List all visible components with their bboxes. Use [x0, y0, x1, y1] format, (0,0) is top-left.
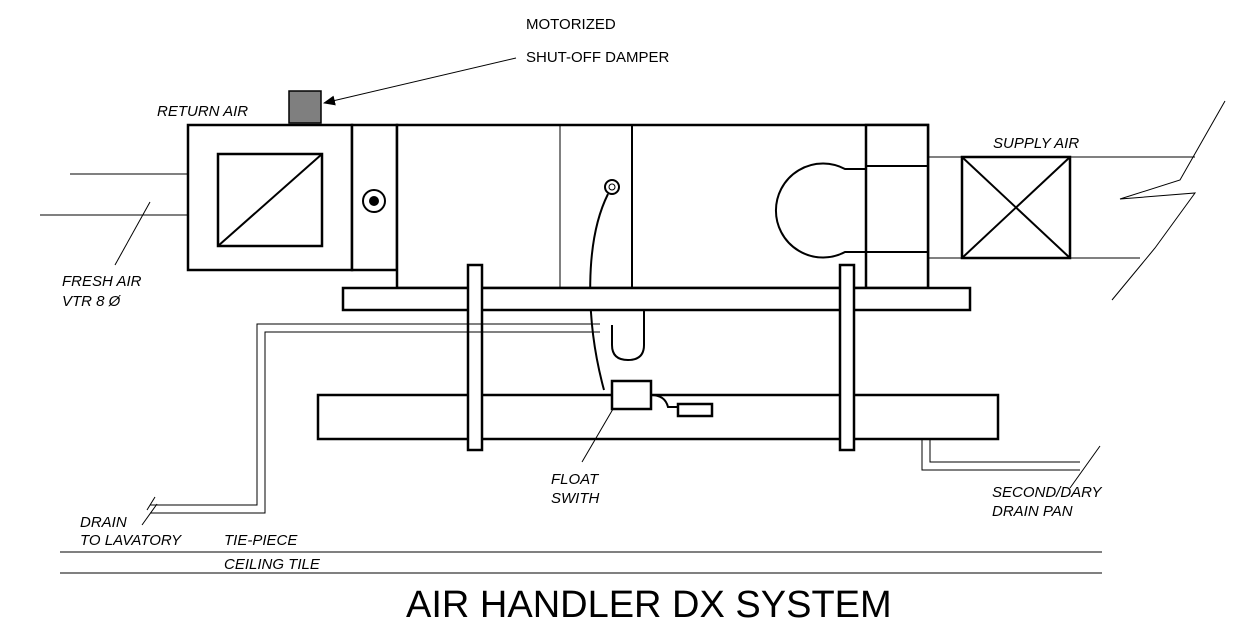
- secondary-drain-label-line2: DRAIN PAN: [992, 503, 1073, 520]
- supply-air-label: SUPPLY AIR: [993, 135, 1079, 152]
- diagram-title: AIR HANDLER DX SYSTEM: [406, 584, 892, 623]
- fan-scroll: [774, 162, 867, 259]
- secondary-drain-label-line1: SECOND/DARY: [992, 484, 1102, 501]
- hanger-left: [466, 263, 484, 452]
- float-switch-label-line2: SWITH: [551, 490, 599, 507]
- supply-air-duct: [928, 100, 1226, 301]
- tie-piece-label: TIE-PIECE: [224, 532, 298, 549]
- motorized-label-line1: MOTORIZED: [526, 16, 616, 33]
- motorized-label-line2: SHUT-OFF DAMPER: [526, 49, 670, 66]
- drain-to-lavatory-pipe: [141, 323, 600, 526]
- float-switch: [581, 379, 714, 463]
- motorized-damper: [288, 90, 322, 124]
- damper-leader-arrow: [323, 57, 517, 106]
- fresh-air-label-line2: VTR 8 Ø: [62, 293, 122, 310]
- drain-label-line1: DRAIN: [80, 514, 127, 531]
- secondary-drain-pipe: [921, 439, 1101, 489]
- fresh-air-label-line1: FRESH AIR: [62, 273, 142, 290]
- drain-label-line2: TO LAVATORY: [80, 532, 182, 549]
- unit-base: [341, 286, 972, 312]
- unit-body: [395, 123, 930, 290]
- return-air-label: RETURN AIR: [157, 103, 248, 120]
- float-switch-label-line1: FLOAT: [551, 471, 600, 488]
- filter-section: [350, 123, 399, 272]
- hanger-right: [838, 263, 856, 452]
- ceiling-tile-label: CEILING TILE: [224, 556, 321, 573]
- secondary-drain-pan: [316, 393, 1000, 441]
- fresh-air-duct: [40, 173, 188, 266]
- return-air-box: [186, 123, 354, 272]
